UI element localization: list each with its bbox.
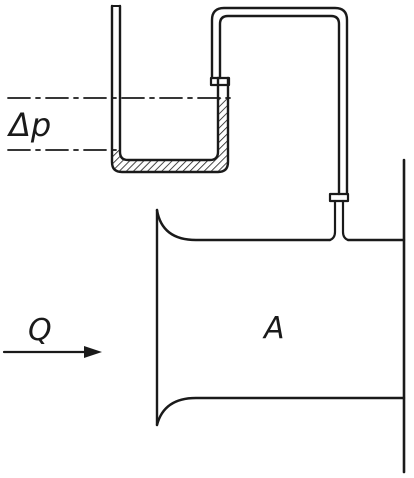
connecting-tube-outer [210, 6, 349, 196]
tube-joint-left [209, 76, 231, 87]
nozzle-top-wall [155, 208, 332, 242]
u-tube-outer-wall [110, 4, 230, 174]
area-label: A [262, 311, 285, 346]
tube-joint-right [328, 192, 350, 203]
u-tube-inner-wall [118, 4, 220, 162]
connecting-tube [209, 6, 350, 242]
pressure-tap [328, 199, 350, 242]
delta-p-label: Δp [6, 106, 51, 144]
nozzle-bottom-wall [155, 396, 406, 427]
manometer-liquid [112, 98, 228, 172]
inlet-nozzle [155, 158, 406, 474]
flow-arrow-head [84, 346, 102, 358]
flow-label: Q [28, 313, 52, 348]
flow-arrow [2, 346, 102, 358]
connecting-tube-inner [218, 14, 341, 196]
u-tube-manometer [110, 4, 230, 174]
level-lines [7, 97, 233, 151]
